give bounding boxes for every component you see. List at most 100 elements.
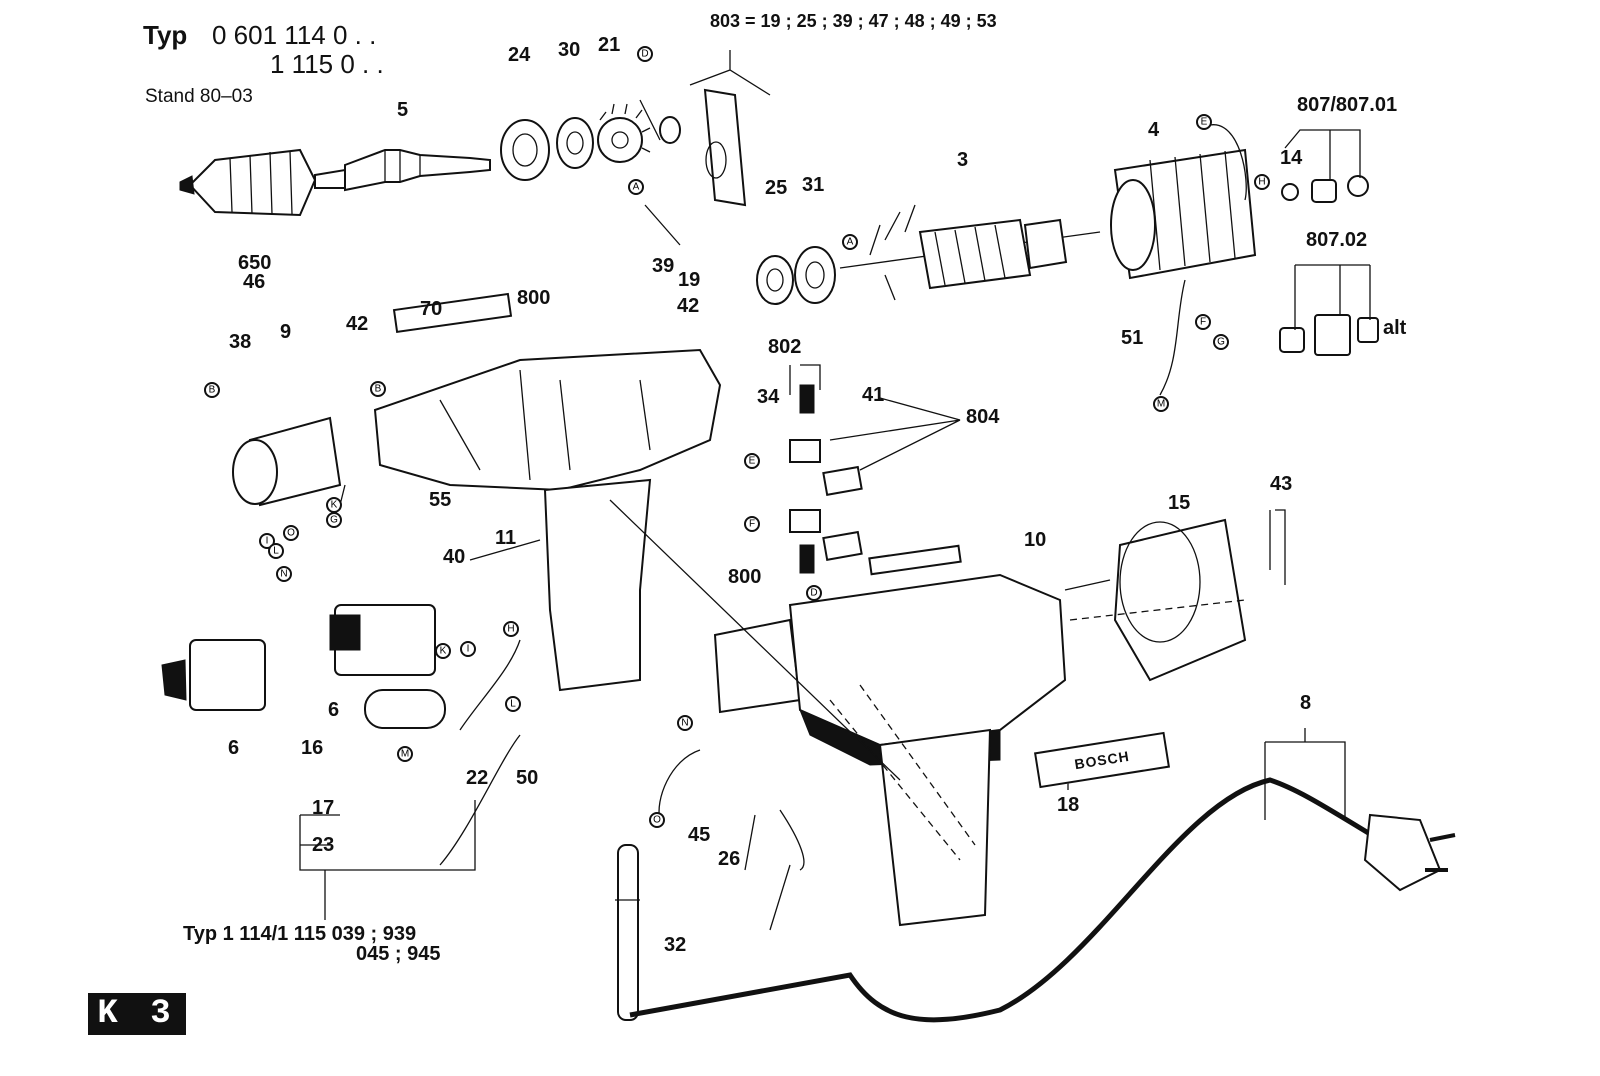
svg-text:F: F	[749, 519, 755, 530]
part-label-24: 24	[508, 44, 531, 66]
page-tag: K 3	[88, 993, 186, 1035]
svg-text:D: D	[810, 588, 817, 599]
svg-text:B: B	[375, 384, 382, 395]
carbon-brush-upper	[799, 384, 815, 414]
part-label-30: 30	[558, 39, 581, 61]
part-label-6-a: 6	[328, 699, 340, 721]
carbon-brush-lower	[799, 544, 815, 574]
part-label-807: 807/807.01	[1297, 94, 1398, 116]
cable-grommet-32	[617, 844, 639, 1021]
ring-30	[556, 117, 594, 169]
part-label-6-b: 6	[228, 737, 240, 759]
part-label-800-top: 800	[517, 287, 551, 309]
svg-text:A: A	[847, 237, 854, 248]
armature	[839, 204, 1101, 301]
part-label-26: 26	[718, 848, 741, 870]
lead-wire-51	[1159, 124, 1247, 396]
svg-text:L: L	[273, 546, 279, 557]
part-label-10: 10	[1024, 529, 1047, 551]
svg-text:O: O	[287, 528, 295, 539]
svg-text:F: F	[1200, 317, 1206, 328]
part-label-5: 5	[397, 99, 409, 121]
part-label-51: 51	[1121, 327, 1144, 349]
part-label-40: 40	[443, 546, 466, 568]
part-label-650: 650	[238, 252, 272, 274]
variant-note-line2: 045 ; 945	[356, 943, 441, 965]
part-label-45: 45	[688, 824, 711, 846]
part-label-14: 14	[1280, 147, 1303, 169]
svg-text:I: I	[467, 644, 470, 655]
part-label-21: 21	[598, 34, 621, 56]
gear-21	[597, 103, 651, 163]
svg-text:K: K	[331, 500, 338, 511]
part-label-46: 46	[243, 271, 266, 293]
ball-bearing-25	[756, 255, 794, 305]
part-label-16: 16	[301, 737, 324, 759]
ball-bearing-24	[500, 119, 550, 181]
part-label-23: 23	[312, 834, 335, 856]
part-label-802: 802	[768, 336, 802, 358]
part-label-25: 25	[765, 177, 788, 199]
part-label-70: 70	[420, 298, 443, 320]
svg-text:E: E	[749, 456, 756, 467]
part-label-42-left: 42	[346, 313, 369, 335]
revision-stand: Stand 80–03	[145, 86, 253, 107]
type-code-line1: 0 601 114 0 . .	[212, 20, 377, 50]
part-label-9: 9	[280, 321, 292, 343]
svg-text:D: D	[641, 49, 648, 60]
part-label-43: 43	[1270, 473, 1293, 495]
variant-note-line1: Typ 1 114/1 115 039 ; 939	[183, 923, 417, 945]
svg-text:B: B	[209, 385, 216, 396]
svg-text:O: O	[653, 815, 661, 826]
part-label-11: 11	[495, 527, 517, 549]
svg-text:M: M	[1157, 399, 1165, 410]
part-label-42-right: 42	[677, 295, 700, 317]
ring-31	[794, 246, 836, 304]
svg-text:H: H	[1258, 177, 1265, 188]
part-label-38: 38	[229, 331, 252, 353]
svg-text:A: A	[633, 182, 640, 193]
svg-text:I: I	[266, 536, 269, 547]
part-label-3: 3	[957, 149, 969, 171]
svg-text:L: L	[510, 699, 516, 710]
part-label-4: 4	[1148, 119, 1160, 141]
type-code-line2: 1 115 0 . .	[270, 49, 384, 79]
spindle	[344, 149, 491, 192]
switch-assembly	[161, 604, 436, 711]
handle-half-shell	[543, 478, 652, 692]
fan-cover-15	[1113, 518, 1247, 682]
motor-housing	[373, 292, 722, 492]
type-label: Typ	[143, 20, 188, 50]
part-label-55: 55	[429, 489, 452, 511]
part-label-18: 18	[1057, 794, 1080, 816]
svg-text:E: E	[1201, 117, 1208, 128]
part-label-22: 22	[466, 767, 489, 789]
bearing-sleeve-9	[232, 416, 342, 507]
part-label-34: 34	[757, 386, 780, 408]
part-label-803: 803 = 19 ; 25 ; 39 ; 47 ; 48 ; 49 ; 53	[710, 11, 997, 31]
part-label-800-mid: 800	[728, 566, 762, 588]
part-label-17: 17	[312, 797, 335, 819]
drill-chuck	[179, 148, 346, 217]
svg-text:G: G	[1217, 337, 1225, 348]
part-label-39: 39	[652, 255, 675, 277]
reference-letter-markers: A A B B D D E E F F G G H H I I K K L L …	[204, 46, 1270, 828]
part-label-50: 50	[516, 767, 539, 789]
svg-text:M: M	[401, 749, 409, 760]
svg-text:K: K	[440, 646, 447, 657]
bearing-bracket	[703, 88, 747, 207]
part-label-19: 19	[678, 269, 701, 291]
svg-text:N: N	[681, 718, 688, 729]
field-stator	[1110, 148, 1257, 280]
part-label-8: 8	[1300, 692, 1312, 714]
part-label-807-02: 807.02	[1306, 229, 1368, 251]
part-label-804: 804	[966, 406, 1000, 428]
part-label-alt: alt	[1383, 317, 1407, 339]
capacitor-16	[364, 689, 446, 729]
svg-text:H: H	[507, 624, 514, 635]
part-label-41: 41	[862, 384, 885, 406]
assembled-drill	[713, 544, 1067, 927]
svg-text:N: N	[280, 569, 287, 580]
part-label-31: 31	[802, 174, 825, 196]
